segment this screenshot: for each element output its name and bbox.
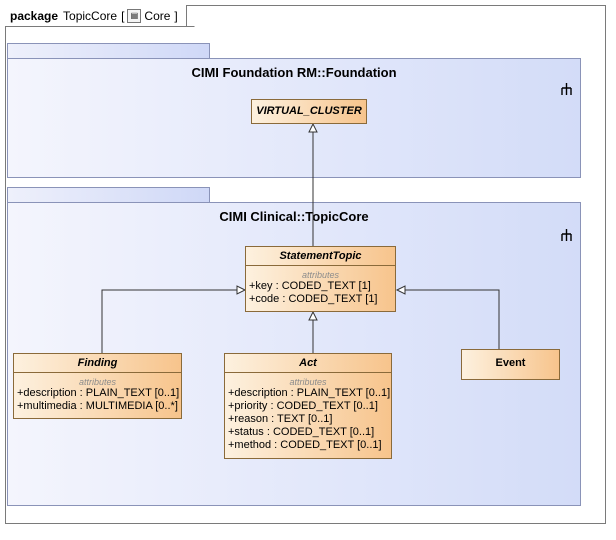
attribute: +multimedia : MULTIMEDIA [0..*] bbox=[17, 400, 178, 412]
package-structure-icon bbox=[561, 229, 572, 241]
frame-header: package TopicCore [ ▤ Core ] bbox=[5, 5, 187, 27]
package-foundation-title: CIMI Foundation RM::Foundation bbox=[191, 65, 397, 80]
class-finding[interactable]: Finding attributes +description : PLAIN_… bbox=[13, 353, 182, 419]
attribute: +key : CODED_TEXT [1] bbox=[249, 280, 371, 292]
frame-diagram-name: Core bbox=[144, 8, 171, 23]
class-statement-topic[interactable]: StatementTopic attributes +key : CODED_T… bbox=[245, 246, 396, 312]
class-name: Event bbox=[495, 357, 526, 369]
attribute: +status : CODED_TEXT [0..1] bbox=[228, 426, 375, 438]
frame-bracket-open: [ bbox=[121, 8, 125, 23]
class-name: Act bbox=[225, 354, 391, 373]
class-event[interactable]: Event bbox=[461, 349, 560, 380]
package-structure-icon bbox=[561, 83, 572, 95]
class-act[interactable]: Act attributes +description : PLAIN_TEXT… bbox=[224, 353, 392, 459]
attribute: +method : CODED_TEXT [0..1] bbox=[228, 439, 382, 451]
diagram-frame bbox=[5, 5, 606, 524]
attributes-section-title: attributes bbox=[301, 270, 340, 280]
attribute: +description : PLAIN_TEXT [0..1] bbox=[228, 387, 391, 399]
class-diagram-icon: ▤ bbox=[127, 8, 142, 23]
attribute: +priority : CODED_TEXT [0..1] bbox=[228, 400, 378, 412]
generalization-arrowhead bbox=[308, 122, 318, 133]
attributes-section-title: attributes bbox=[289, 377, 327, 387]
frame-bracket-close: ] bbox=[174, 8, 178, 23]
attribute: +reason : TEXT [0..1] bbox=[228, 413, 333, 425]
attributes-section-title: attributes bbox=[78, 377, 117, 387]
generalization-finding-statementtopic bbox=[101, 289, 237, 353]
frame-package-name: TopicCore bbox=[63, 8, 118, 23]
generalization-event-statementtopic bbox=[405, 289, 500, 349]
class-name: StatementTopic bbox=[246, 247, 395, 266]
class-name: VIRTUAL_CLUSTER bbox=[256, 105, 362, 117]
generalization-arrowhead bbox=[236, 285, 247, 295]
package-foundation[interactable]: CIMI Foundation RM::Foundation bbox=[7, 58, 581, 178]
generalization-arrowhead bbox=[395, 285, 406, 295]
attribute: +description : PLAIN_TEXT [0..1] bbox=[17, 387, 180, 399]
class-virtual-cluster[interactable]: VIRTUAL_CLUSTER bbox=[251, 99, 367, 124]
package-topiccore-title: CIMI Clinical::TopicCore bbox=[219, 209, 369, 224]
attribute: +code : CODED_TEXT [1] bbox=[249, 293, 378, 305]
class-name: Finding bbox=[14, 354, 181, 373]
frame-keyword: package bbox=[10, 8, 59, 23]
generalization-arrowhead bbox=[308, 310, 318, 321]
